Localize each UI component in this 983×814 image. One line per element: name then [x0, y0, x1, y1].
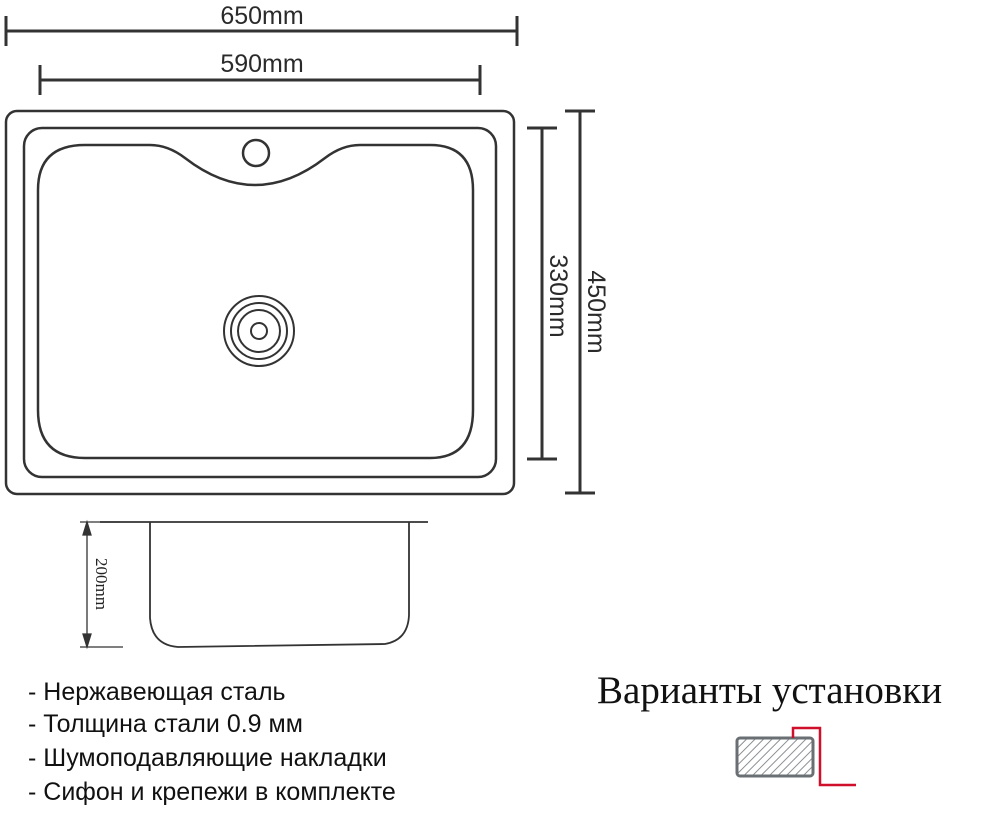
spec-bullet: - — [28, 710, 44, 738]
spec-bullet: - — [28, 744, 44, 772]
bowl-width-label: 590mm — [220, 50, 303, 78]
spec-item-thickness: - Толщина стали 0.9 мм — [28, 708, 303, 741]
spec-bullet: - — [28, 778, 44, 806]
installation-title: Варианты установки — [597, 669, 943, 712]
dimension-bowl-height — [80, 519, 123, 650]
spec-value: 0.9 — [226, 710, 262, 738]
dimension-bowl-depth — [527, 126, 557, 461]
dimension-bowl-width — [38, 65, 482, 95]
dimension-overall-width — [4, 16, 519, 46]
spec-item-noise-pads: - Шумоподавляющие накладки — [28, 742, 387, 775]
spec-text: Толщина стали — [43, 710, 227, 738]
sink-top-view — [4, 109, 516, 496]
bowl-height-label: 200mm — [92, 558, 111, 610]
spec-text: Шумоподавляющие накладки — [43, 744, 387, 772]
installation-variant-icon — [735, 726, 856, 787]
spec-item-siphon: - Сифон и крепежи в комплекте — [28, 776, 396, 809]
overall-width-label: 650mm — [220, 2, 303, 30]
sink-side-view — [100, 521, 428, 648]
spec-item-material: - Нержавеющая сталь — [28, 676, 286, 709]
spec-text: Нержавеющая сталь — [43, 678, 286, 706]
spec-bullet: - — [28, 678, 44, 706]
dimension-overall-depth — [565, 109, 595, 495]
bowl-depth-label: 330mm — [544, 254, 572, 337]
overall-depth-label: 450mm — [582, 270, 610, 353]
spec-text: Сифон и крепежи в комплекте — [43, 778, 396, 806]
spec-unit: мм — [261, 710, 303, 738]
